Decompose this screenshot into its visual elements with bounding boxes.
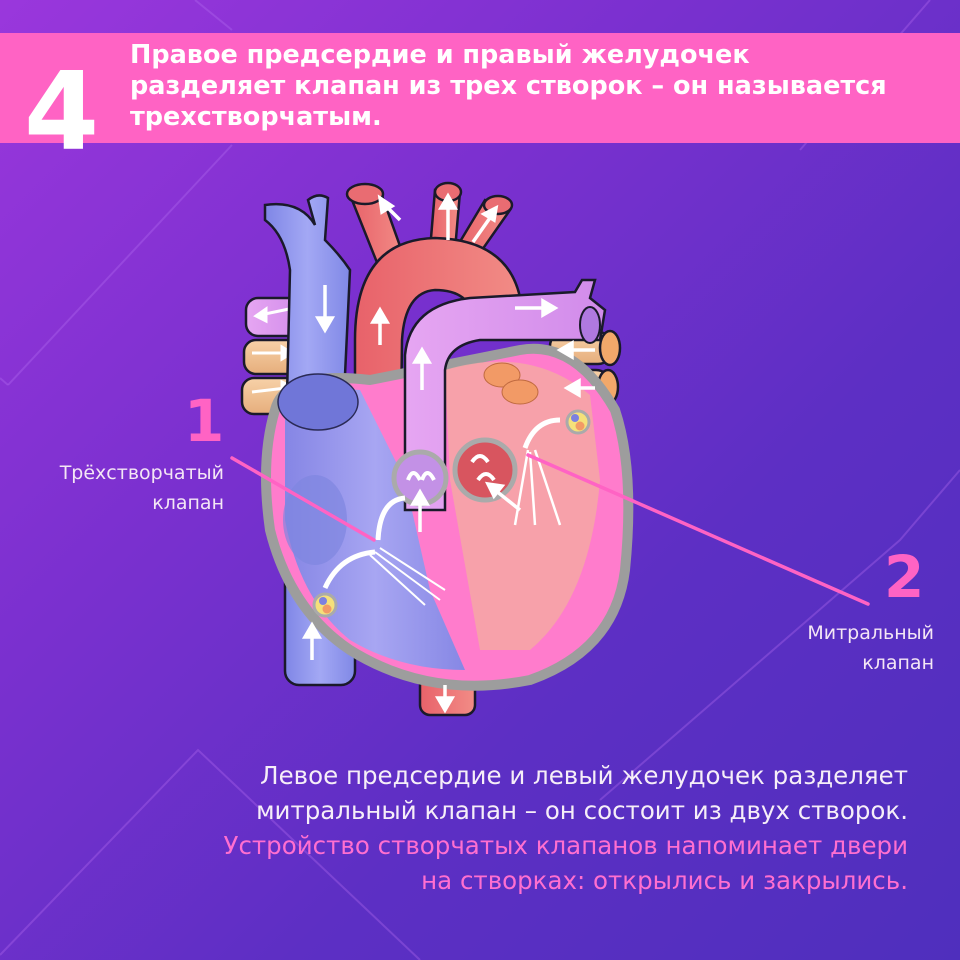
- marker-number-tricuspid: 1: [184, 387, 225, 455]
- step-banner: 4 Правое предсердие и правый желудочек р…: [0, 33, 960, 167]
- heart-diagram: [240, 181, 634, 717]
- step-number: 4: [24, 50, 99, 175]
- marker-label-line: клапан: [862, 652, 934, 674]
- marker-label-mitral: Митральный клапан: [807, 618, 934, 678]
- explanation-line: Левое предсердие и левый желудочек разде…: [260, 761, 908, 790]
- conduction-nodes: [312, 409, 591, 618]
- marker-label-line: клапан: [152, 492, 224, 514]
- tricuspid-valve: [322, 495, 446, 606]
- step-description-line: трехстворчатым.: [130, 102, 382, 132]
- pulmonary-artery: [403, 278, 607, 512]
- explanation-line: митральный клапан – он состоит из двух с…: [256, 796, 908, 825]
- step-description: Правое предсердие и правый желудочек раз…: [130, 40, 960, 133]
- marker-label-tricuspid: Трёхстворчатый клапан: [60, 458, 224, 518]
- analogy-line: Устройство створчатых клапанов напоминае…: [223, 831, 908, 860]
- analogy-line: на створках: открылись и закрылись.: [421, 866, 908, 895]
- marker-label-line: Трёхстворчатый: [59, 462, 224, 484]
- step-description-line: разделяет клапан из трех створок – он на…: [130, 71, 887, 101]
- marker-number-mitral: 2: [884, 543, 925, 611]
- semilunar-valves: [391, 437, 518, 507]
- step-description-line: Правое предсердие и правый желудочек: [130, 40, 750, 70]
- explanation-text: Левое предсердие и левый желудочек разде…: [224, 758, 908, 898]
- blood-flow-arrows: [301, 192, 595, 714]
- marker-label-line: Митральный: [807, 622, 934, 644]
